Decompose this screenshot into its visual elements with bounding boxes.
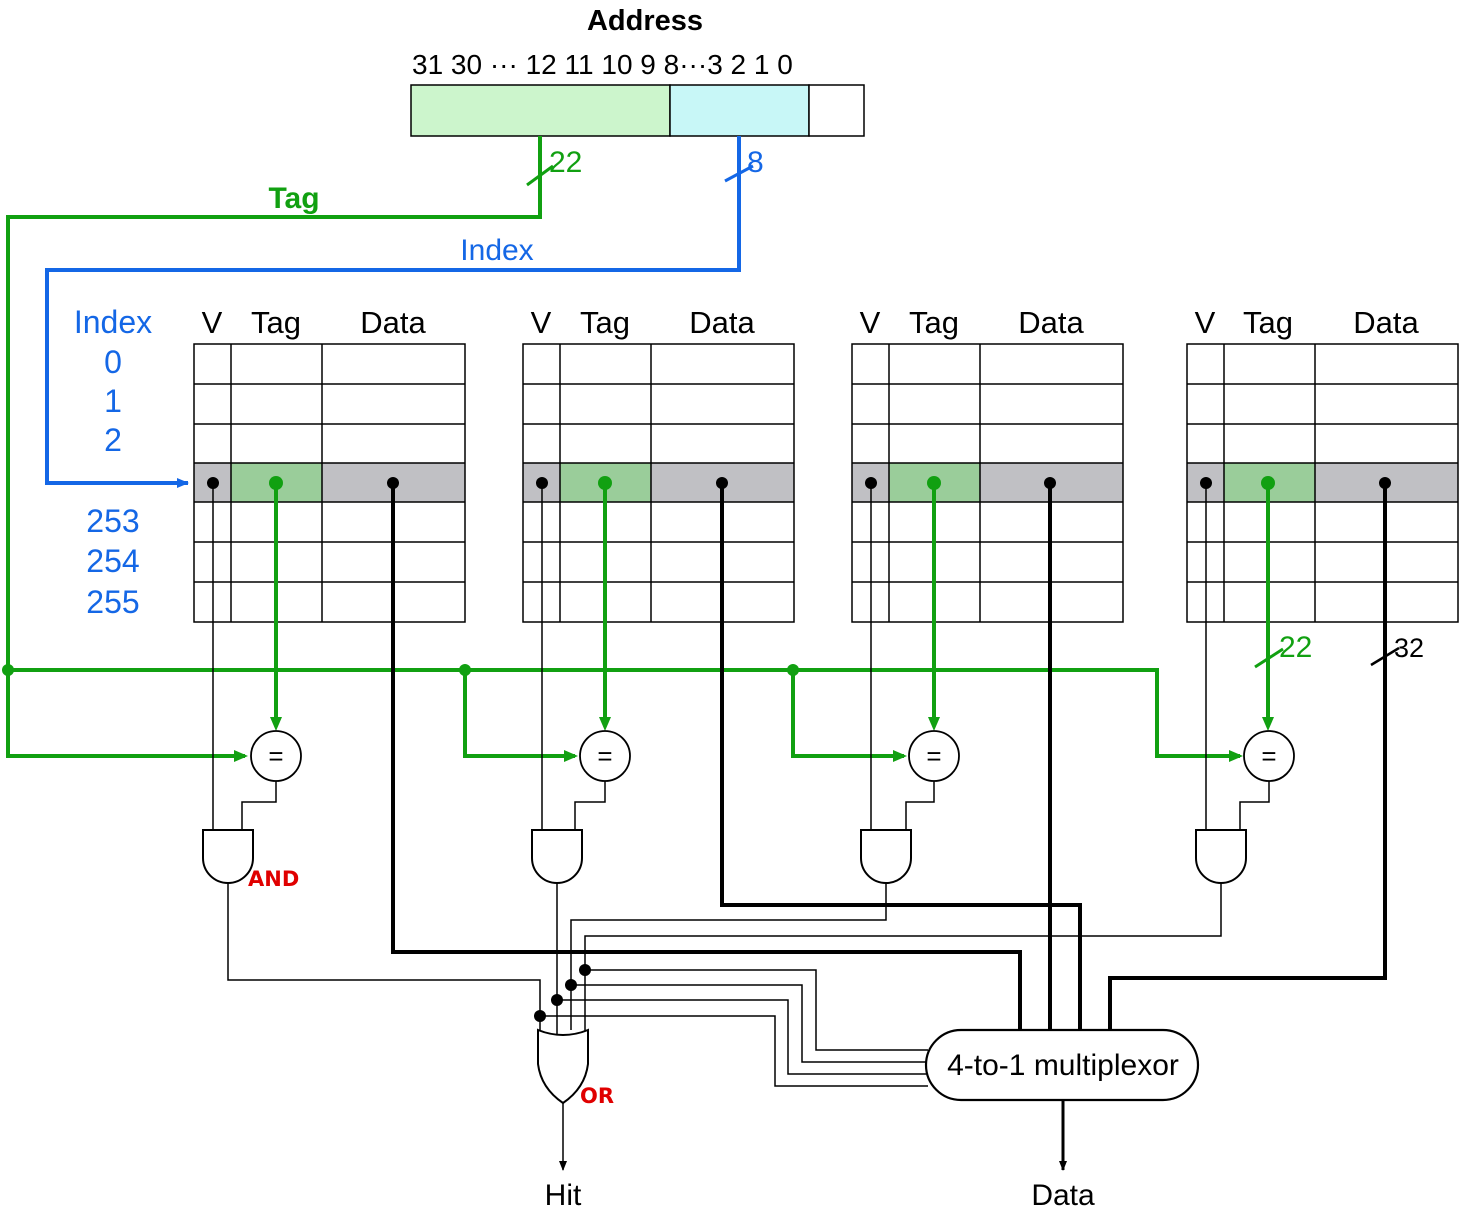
index-row-1: 1 xyxy=(104,383,122,419)
way-0-data-header: Data xyxy=(360,305,426,340)
data-width-slash xyxy=(1370,646,1400,667)
address-tag-field xyxy=(410,84,671,137)
way-2-data-header: Data xyxy=(1018,305,1084,340)
hit-output-label: Hit xyxy=(545,1179,582,1212)
way-2-table xyxy=(851,343,1124,623)
data-width-label: 32 xyxy=(1394,633,1424,663)
stored-tag-width-label: 22 xyxy=(1279,631,1312,664)
comparator-way-2: = xyxy=(908,730,960,782)
and-gate-way-2 xyxy=(860,829,912,884)
way-3-tag-header: Tag xyxy=(1243,305,1293,340)
or-gate xyxy=(537,1028,589,1105)
address-title: Address xyxy=(587,5,703,37)
tag-width-slash xyxy=(526,164,554,187)
address-offset-field xyxy=(808,84,865,137)
way-3-v-header: V xyxy=(1195,305,1216,340)
and-output-wires xyxy=(227,883,1222,1087)
way-2-grid xyxy=(852,344,1123,622)
address-index-field xyxy=(669,84,810,137)
comparator-way-0: = xyxy=(250,730,302,782)
cache-way-0: V Tag Data xyxy=(193,305,466,623)
way-1-table xyxy=(522,343,795,623)
tag-bus-junctions xyxy=(2,664,799,676)
stored-tag-arrowheads xyxy=(270,717,1274,731)
data-buses xyxy=(391,483,1387,1030)
or-input-junctions xyxy=(534,964,591,1022)
comparator-2-symbol: = xyxy=(926,741,941,771)
index-header: Index xyxy=(74,304,152,340)
valid-and-compare-wires xyxy=(212,483,1270,830)
or-gate-label: OR xyxy=(580,1084,614,1108)
index-width-slash xyxy=(724,164,754,183)
data-output-label: Data xyxy=(1031,1179,1095,1212)
comparator-3-symbol: = xyxy=(1261,741,1276,771)
index-row-255: 255 xyxy=(86,584,139,620)
index-width-label: 8 xyxy=(747,146,764,179)
index-signal-label: Index xyxy=(460,234,533,267)
way-1-grid xyxy=(523,344,794,622)
and-gate-way-1 xyxy=(531,829,583,884)
way-0-tag-header: Tag xyxy=(251,305,301,340)
index-row-254: 254 xyxy=(86,543,139,579)
comparator-way-1: = xyxy=(579,730,631,782)
way-2-v-header: V xyxy=(860,305,881,340)
tag-bus xyxy=(6,136,1240,758)
index-row-2: 2 xyxy=(104,422,122,458)
tag-signal-label: Tag xyxy=(268,182,319,215)
index-row-253: 253 xyxy=(86,503,139,539)
and-gate-way-0 xyxy=(202,829,254,884)
index-row-0: 0 xyxy=(104,344,122,380)
way-0-table xyxy=(193,343,466,623)
cache-way-1: V Tag Data xyxy=(522,305,795,623)
and-gate-way-3 xyxy=(1195,829,1247,884)
stored-tag-width-slash xyxy=(1254,647,1284,669)
way-0-v-header: V xyxy=(202,305,223,340)
index-bus xyxy=(45,136,741,488)
multiplexor-label: 4-to-1 multiplexor xyxy=(947,1049,1179,1082)
way-1-v-header: V xyxy=(531,305,552,340)
tag-width-label: 22 xyxy=(549,146,582,179)
way-3-data-header: Data xyxy=(1353,305,1419,340)
stored-tag-lines xyxy=(274,483,1270,720)
and-gate-label: AND xyxy=(248,867,299,891)
way-1-data-header: Data xyxy=(689,305,755,340)
cache-way-3: V Tag Data xyxy=(1186,305,1459,623)
comparator-1-symbol: = xyxy=(597,741,612,771)
cache-way-2: V Tag Data xyxy=(851,305,1124,623)
tag-bus-arrowheads xyxy=(234,750,1243,762)
way-0-grid xyxy=(194,344,465,622)
address-register xyxy=(410,84,865,137)
way-3-grid xyxy=(1187,344,1458,622)
way-3-table xyxy=(1186,343,1459,623)
comparator-0-symbol: = xyxy=(268,741,283,771)
way-1-tag-header: Tag xyxy=(580,305,630,340)
address-bit-labels: 31 30 ··· 12 11 10 9 8···3 2 1 0 xyxy=(412,49,793,80)
way-2-tag-header: Tag xyxy=(909,305,959,340)
comparator-way-3: = xyxy=(1243,730,1295,782)
